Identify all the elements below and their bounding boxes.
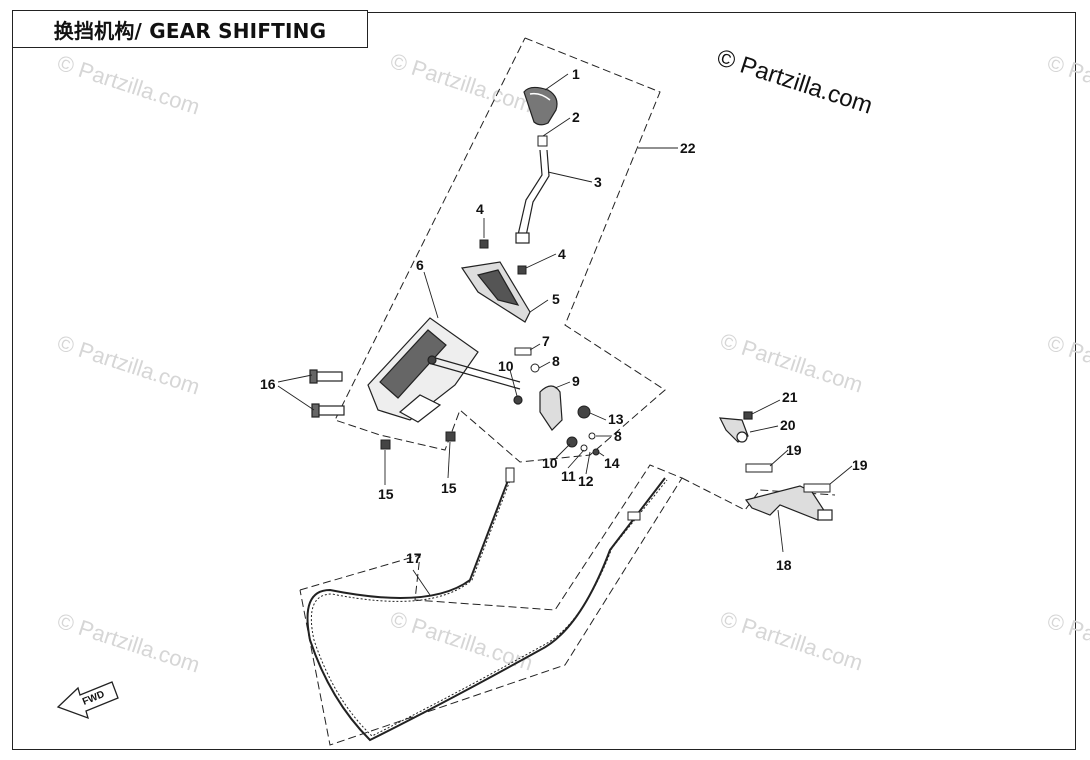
- callout-13: 13: [608, 411, 624, 427]
- pedal-bracket: [718, 411, 753, 443]
- callout-4b: 4: [558, 246, 566, 262]
- shift-bracket: [367, 317, 479, 423]
- cable-boundary: [299, 464, 683, 746]
- callout-6: 6: [416, 257, 424, 273]
- callout-16: 16: [260, 376, 276, 392]
- callout-11: 11: [561, 468, 576, 484]
- callout-19a: 19: [786, 442, 802, 458]
- callout-4a: 4: [476, 201, 484, 217]
- shift-lever: [515, 149, 550, 244]
- callout-20: 20: [780, 417, 796, 433]
- callout-10a: 10: [498, 358, 514, 374]
- callout-2: 2: [572, 109, 580, 125]
- shift-arm: [513, 385, 563, 431]
- drawing-frame: [12, 12, 1076, 750]
- nut-15: [380, 431, 456, 450]
- callout-19b: 19: [852, 457, 868, 473]
- callout-7: 7: [542, 333, 550, 349]
- shift-cable: [306, 467, 668, 742]
- callout-14: 14: [604, 455, 620, 471]
- callout-8a: 8: [552, 353, 560, 369]
- callout-22: 22: [680, 140, 696, 156]
- callout-5: 5: [552, 291, 560, 307]
- bolt-19: [745, 463, 831, 493]
- assembly-boundary: [334, 37, 666, 463]
- callout-3: 3: [594, 174, 602, 190]
- callout-15a: 15: [378, 486, 394, 502]
- callout-8b: 8: [614, 428, 622, 444]
- callout-17: 17: [406, 550, 422, 566]
- callout-9: 9: [572, 373, 580, 389]
- knob-collar: [537, 135, 548, 147]
- bolt-7: [514, 347, 540, 373]
- callout-12: 12: [578, 473, 594, 489]
- diagram-title: 换挡机构/ GEAR SHIFTING: [12, 10, 368, 48]
- callout-10b: 10: [542, 455, 558, 471]
- callout-18: 18: [776, 557, 792, 573]
- callouts: 1 2 3 4 4 5 6 7 8 8 9 10 10 11 12 13 14 …: [260, 66, 868, 573]
- shift-gate-plate: [460, 261, 531, 323]
- callout-15b: 15: [441, 480, 457, 496]
- callout-1: 1: [572, 66, 580, 82]
- pivot-shaft: [427, 355, 521, 390]
- callout-21: 21: [782, 389, 798, 405]
- bolt-4: [479, 239, 527, 275]
- fwd-arrow: FWD: [56, 681, 119, 720]
- small-hardware: [566, 405, 600, 456]
- shift-knob: [523, 86, 558, 126]
- bolt-16: [309, 369, 345, 418]
- leader-lines: [277, 73, 853, 596]
